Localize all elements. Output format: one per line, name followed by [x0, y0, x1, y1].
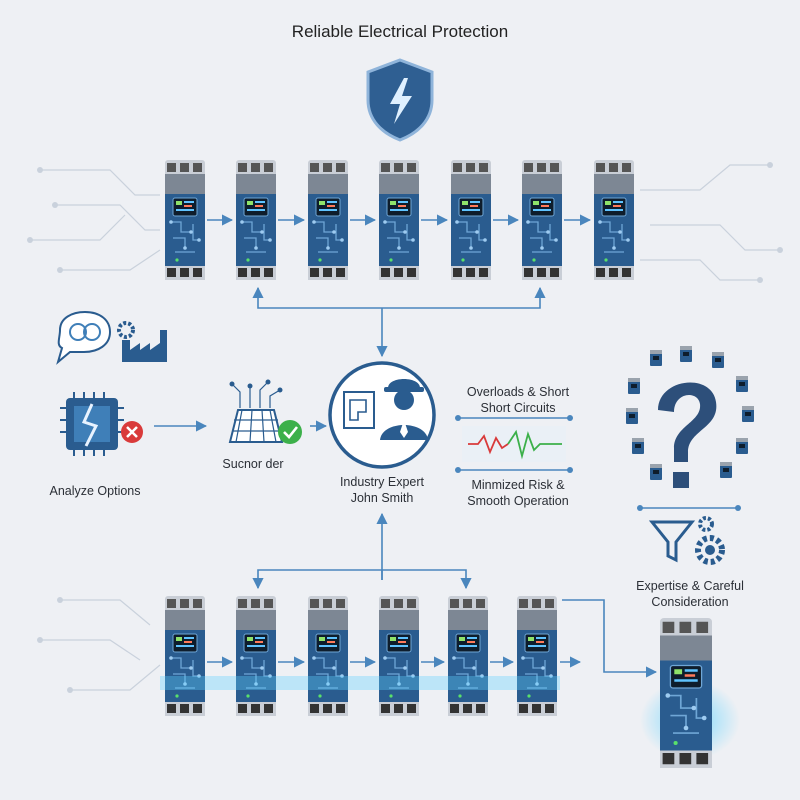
- waveform-icon: [455, 415, 573, 473]
- bottom-connector-lines: [252, 512, 472, 590]
- breaker-device: [516, 595, 558, 717]
- breaker-device: [307, 595, 349, 717]
- featured-breaker-device: [640, 617, 740, 769]
- background-circuit-traces: [30, 164, 780, 691]
- breaker-device: [521, 159, 563, 281]
- bottom-breaker-row: [164, 595, 558, 717]
- solar-panel-icon: [228, 379, 284, 443]
- bottom-row-arrows: [207, 599, 658, 678]
- breaker-device: [447, 595, 489, 717]
- error-x-icon: [121, 421, 143, 443]
- engineer-icon: [328, 361, 436, 469]
- risk-line2: Smooth Operation: [467, 494, 569, 508]
- glow-strip: [160, 676, 560, 690]
- top-breaker-row: [164, 159, 635, 281]
- breaker-device: [235, 595, 277, 717]
- breaker-device: [164, 595, 206, 717]
- expert-name-text: John Smith: [350, 491, 414, 505]
- expert-name-label: Industry Expert John Smith: [320, 474, 444, 506]
- question-mark-icon: [658, 382, 717, 488]
- funnel-gear-icon: [648, 516, 725, 565]
- expertise-line2: Consideration: [651, 595, 729, 609]
- page-title: Reliable Electrical Protection: [291, 22, 509, 41]
- broken-chip-icon: [60, 392, 124, 456]
- top-connector-lines: [252, 286, 546, 358]
- check-icon: [278, 420, 302, 444]
- overloads-label: Overloads & Short Short Circuits: [458, 384, 578, 416]
- expertise-line1: Expertise & Careful: [636, 579, 744, 593]
- analyze-options-label: Analyze Options: [49, 484, 141, 498]
- risk-line1: Minmized Risk &: [471, 478, 565, 492]
- breaker-device: [378, 159, 420, 281]
- divider-dot: [735, 505, 741, 511]
- expert-title-text: Industry Expert: [339, 475, 425, 489]
- overloads-line2: Short Circuits: [480, 401, 556, 415]
- factory-gear-icon: [117, 321, 167, 362]
- expertise-label: Expertise & Careful Consideration: [620, 578, 760, 610]
- mini-breaker-cluster: [626, 346, 754, 480]
- overloads-line1: Overloads & Short: [466, 385, 570, 399]
- breaker-device: [307, 159, 349, 281]
- breaker-device: [235, 159, 277, 281]
- breaker-device: [378, 595, 420, 717]
- breaker-device: [164, 159, 206, 281]
- shield-bolt-icon: [366, 58, 434, 142]
- risk-label: Minmized Risk & Smooth Operation: [458, 477, 578, 509]
- breaker-device: [450, 159, 492, 281]
- divider-dot: [637, 505, 643, 511]
- background-circuit-dots: [27, 162, 783, 693]
- supplier-label: Sucnor der: [222, 457, 284, 471]
- brain-speech-icon: [56, 310, 112, 365]
- breaker-device: [593, 159, 635, 281]
